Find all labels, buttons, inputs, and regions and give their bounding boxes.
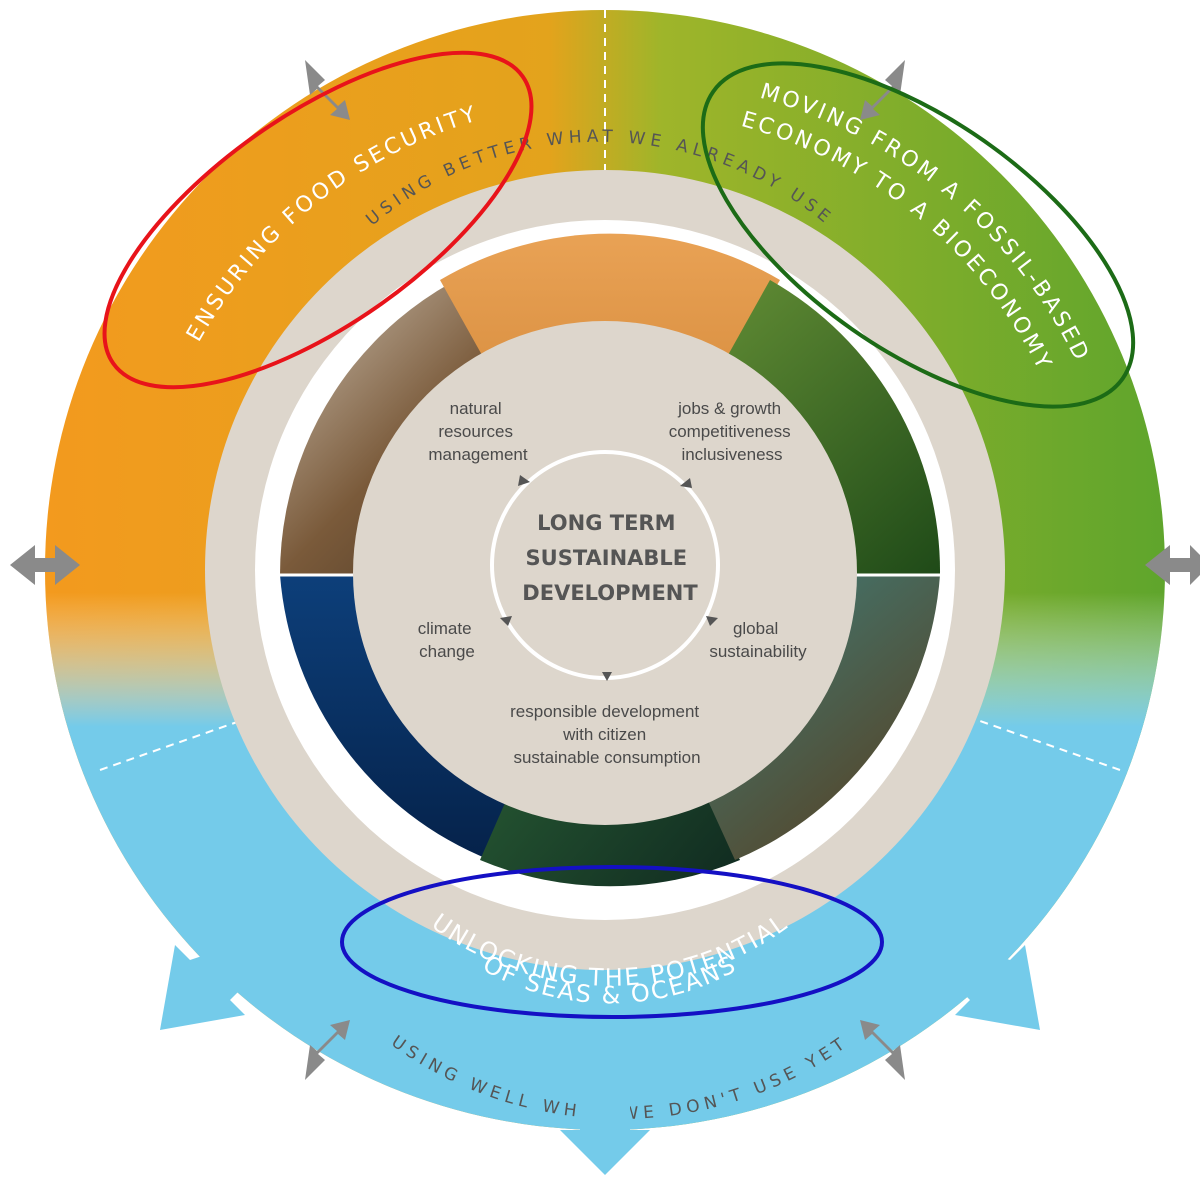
goal-natural-resources: natural resources management (428, 399, 528, 464)
double-arrow-bottom-left-icon (305, 1020, 350, 1080)
goal-climate-change: climate change (418, 619, 477, 661)
center-title: LONG TERM SUSTAINABLE DEVELOPMENT (522, 511, 698, 605)
triangle-icon (500, 616, 512, 626)
outward-arrow-bottom-left (160, 945, 250, 1030)
left-cycle-arrow (218, 477, 341, 820)
sector-divider-right (919, 699, 1121, 771)
double-arrow-top-right-icon (860, 60, 905, 120)
triangle-icon (518, 475, 530, 486)
goal-responsible-development: responsible development with citizen sus… (510, 702, 704, 767)
double-arrow-bottom-right-icon (860, 1020, 905, 1080)
sector-divider-left (99, 699, 301, 771)
outward-arrow-bottom-right (950, 945, 1040, 1030)
center-circle (490, 450, 720, 680)
double-arrow-right-icon (1145, 545, 1200, 585)
triangle-icon (680, 478, 692, 488)
double-arrow-icons (10, 60, 1200, 1080)
highlight-oceans (340, 865, 884, 1019)
goal-global-sustainability: global sustainability (709, 619, 807, 661)
highlight-food-security (102, 50, 534, 390)
goal-jobs-growth: jobs & growth competitiveness inclusiven… (669, 399, 796, 464)
double-arrow-left-icon (10, 545, 80, 585)
outward-arrow-bottom (560, 1100, 650, 1175)
triangle-icon (706, 616, 718, 626)
right-cycle-arrow (869, 477, 992, 820)
double-arrow-top-left-icon (305, 60, 350, 120)
highlight-bioeconomy (700, 61, 1136, 409)
triangle-icon (602, 672, 612, 681)
